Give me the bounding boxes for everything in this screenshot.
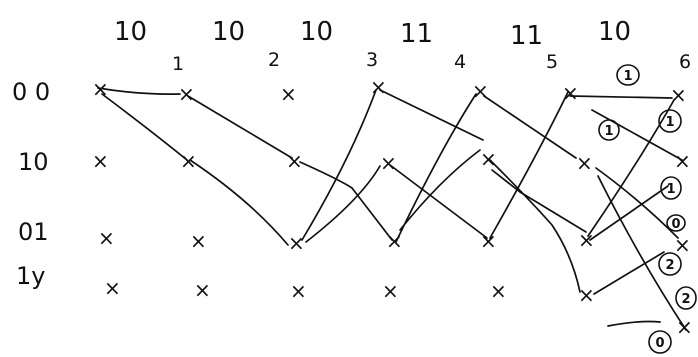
path-metric: 1 xyxy=(658,109,682,133)
trellis-node: × xyxy=(562,81,579,105)
svg-text:2: 2 xyxy=(681,292,690,307)
received-symbol: 11 xyxy=(400,19,433,49)
trellis-edges xyxy=(97,87,687,331)
trellis-edge xyxy=(519,191,587,233)
trellis-edge xyxy=(301,89,377,241)
trellis-edge xyxy=(489,91,569,239)
svg-text:1: 1 xyxy=(666,182,675,197)
trellis-edge xyxy=(97,87,181,95)
trellis-edge xyxy=(101,93,188,161)
svg-text:1: 1 xyxy=(623,69,632,84)
trellis-edge xyxy=(483,95,577,159)
trellis-edge xyxy=(591,109,683,161)
trellis-node: × xyxy=(578,283,595,307)
received-symbol: 10 xyxy=(598,17,631,47)
trellis-node: × xyxy=(380,151,397,175)
trellis-edge xyxy=(595,167,679,239)
state-label: 10 xyxy=(18,148,49,176)
path-metric: 0 xyxy=(648,330,672,354)
trellis-edge xyxy=(489,159,581,293)
trellis-node: × xyxy=(472,79,489,103)
state-label-column: 0 0 10 01 1y xyxy=(12,78,50,290)
trellis-node: × xyxy=(286,149,303,173)
trellis-node: × xyxy=(480,229,497,253)
trellis-node: × xyxy=(382,279,399,303)
trellis-edge xyxy=(399,149,481,231)
svg-text:1: 1 xyxy=(604,124,613,139)
svg-text:0: 0 xyxy=(671,217,680,232)
time-index-row: 1 2 3 4 5 6 xyxy=(172,49,691,75)
svg-text:1: 1 xyxy=(665,115,674,130)
time-index: 3 xyxy=(366,49,378,71)
trellis-node: × xyxy=(290,279,307,303)
trellis-node: × xyxy=(386,229,403,253)
time-index: 6 xyxy=(679,51,691,73)
trellis-edge xyxy=(607,320,661,327)
time-index: 1 xyxy=(172,53,184,75)
state-label: 01 xyxy=(18,218,49,246)
time-index: 4 xyxy=(454,51,466,73)
trellis-node: × xyxy=(194,278,211,302)
path-metric: 1 xyxy=(660,176,682,200)
trellis-node: × xyxy=(280,82,297,106)
trellis-node: × xyxy=(92,149,109,173)
trellis-node: × xyxy=(670,83,687,107)
trellis-node: × xyxy=(676,315,693,339)
received-symbol-row: 10 10 10 11 11 10 xyxy=(114,17,631,51)
path-metrics: 1 1 1 1 0 2 2 0 xyxy=(598,64,697,354)
trellis-node: × xyxy=(92,77,109,101)
time-index: 2 xyxy=(268,49,280,71)
trellis-node: × xyxy=(98,226,115,250)
trellis-edge xyxy=(187,95,293,159)
trellis-edge xyxy=(305,165,381,243)
trellis-edge xyxy=(379,89,484,141)
time-index: 5 xyxy=(546,51,558,73)
trellis-node: × xyxy=(178,82,195,106)
trellis-edge xyxy=(389,164,488,239)
trellis-edge xyxy=(299,161,353,189)
trellis-node: × xyxy=(480,147,497,171)
trellis-node: × xyxy=(190,229,207,253)
path-metric: 0 xyxy=(666,214,686,232)
trellis-node: × xyxy=(674,233,691,257)
received-symbol: 10 xyxy=(300,17,333,47)
path-metric: 1 xyxy=(598,119,620,141)
trellis-node: × xyxy=(674,149,691,173)
svg-text:0: 0 xyxy=(655,336,664,351)
trellis-edge xyxy=(593,251,665,295)
trellis-edge xyxy=(569,95,673,99)
state-label: 0 0 xyxy=(12,78,50,106)
received-symbol: 11 xyxy=(510,21,543,51)
path-metric: 1 xyxy=(616,64,640,86)
path-metric: 2 xyxy=(675,286,697,310)
trellis-edge xyxy=(491,169,521,193)
path-metric: 2 xyxy=(658,252,682,276)
trellis-edge xyxy=(351,187,393,241)
received-symbol: 10 xyxy=(212,17,245,47)
trellis-node: × xyxy=(104,276,121,300)
trellis-node: × xyxy=(370,75,387,99)
state-label: 1y xyxy=(16,262,45,290)
trellis-node: × xyxy=(578,228,595,252)
trellis-node: × xyxy=(180,149,197,173)
trellis-edge xyxy=(189,159,289,246)
trellis-edge xyxy=(597,175,687,331)
trellis-nodes: × × × × × × × × × × × × × × × × × × × × … xyxy=(92,75,693,339)
trellis-edge xyxy=(589,185,669,241)
trellis-node: × xyxy=(576,151,593,175)
svg-text:2: 2 xyxy=(665,258,674,273)
trellis-node: × xyxy=(288,231,305,255)
received-symbol: 10 xyxy=(114,17,147,47)
trellis-node: × xyxy=(490,279,507,303)
trellis-edge xyxy=(587,99,675,237)
